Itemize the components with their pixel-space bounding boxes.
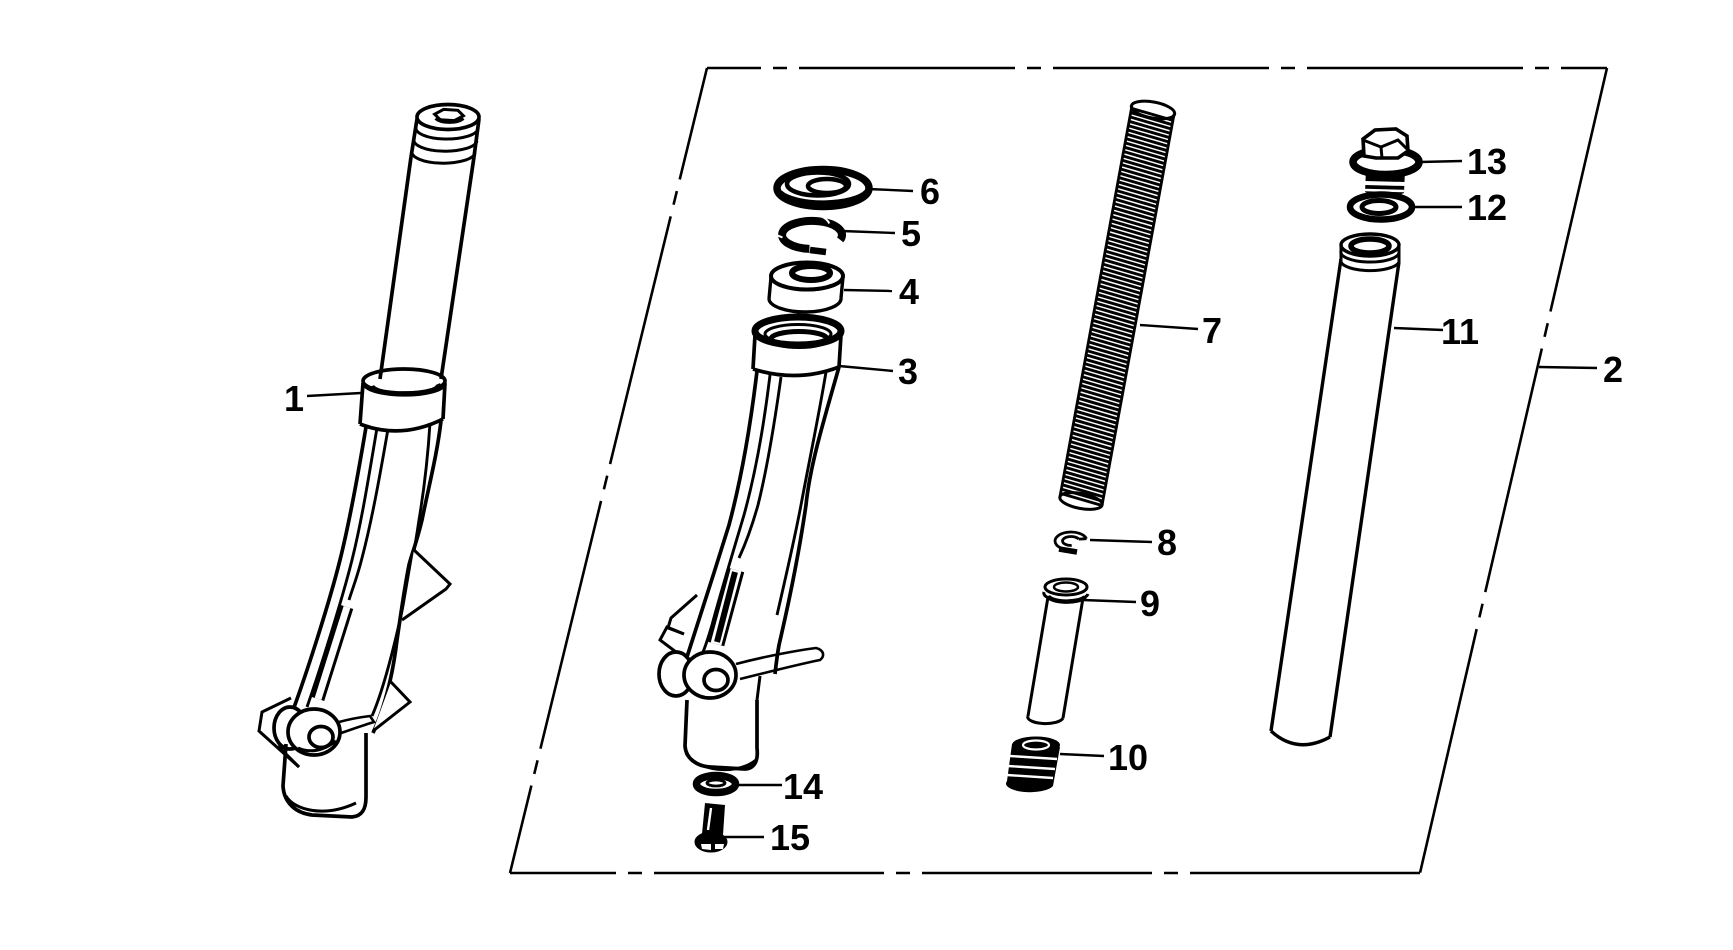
svg-text:6: 6 xyxy=(920,171,940,212)
svg-text:7: 7 xyxy=(1202,310,1222,351)
svg-text:15: 15 xyxy=(770,817,810,858)
svg-text:9: 9 xyxy=(1140,583,1160,624)
svg-text:11: 11 xyxy=(1441,311,1479,352)
svg-text:14: 14 xyxy=(783,766,823,807)
svg-text:2: 2 xyxy=(1603,349,1623,390)
svg-text:8: 8 xyxy=(1157,522,1177,563)
svg-text:3: 3 xyxy=(898,351,918,392)
svg-text:13: 13 xyxy=(1467,141,1507,182)
svg-text:4: 4 xyxy=(899,271,919,312)
svg-text:5: 5 xyxy=(901,213,921,254)
svg-text:10: 10 xyxy=(1108,737,1148,778)
svg-text:1: 1 xyxy=(284,378,304,419)
svg-text:12: 12 xyxy=(1467,187,1507,228)
